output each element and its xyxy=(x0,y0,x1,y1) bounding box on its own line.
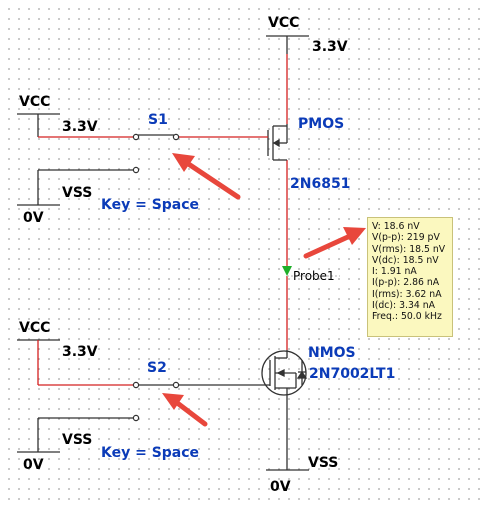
vss-bottom-label: VSS xyxy=(308,455,338,471)
probe-reading-vpp: V(p-p): 219 pV xyxy=(372,232,440,244)
vss-bottom-value: 0V xyxy=(270,479,291,495)
probe-reading-freq: Freq.: 50.0 kHz xyxy=(372,311,442,323)
probe-reading-irms: I(rms): 3.62 nA xyxy=(372,288,442,300)
probe1-label: Probe1 xyxy=(293,269,335,283)
annotation-arrow-s2 xyxy=(162,393,208,427)
pmos-symbol[interactable] xyxy=(267,124,288,161)
ground1-label: VSS xyxy=(62,185,92,201)
probe-reading-ipp: I(p-p): 2.86 nA xyxy=(372,277,440,289)
probe-reading-vdc: V(dc): 18.5 nV xyxy=(372,254,439,266)
probe-reading-i: I: 1.91 nA xyxy=(372,266,417,278)
ground2-value: 0V xyxy=(23,457,44,473)
key2-label: Key = Space xyxy=(101,445,199,461)
ground2: VSS 0V xyxy=(17,418,92,473)
probe-reading-idc: I(dc): 3.34 nA xyxy=(372,300,436,312)
nmos-name: NMOS xyxy=(308,345,356,361)
ground1: VSS 0V xyxy=(17,170,92,226)
switch-s2-label: S2 xyxy=(147,360,167,376)
key1-label: Key = Space xyxy=(101,197,199,213)
switch-s1-label: S1 xyxy=(148,112,168,128)
switch-s1[interactable]: S1 xyxy=(38,112,180,174)
nmos-part: 2N7002LT1 xyxy=(309,366,395,382)
ground2-label: VSS xyxy=(62,432,92,448)
source1-label: VCC xyxy=(19,94,50,110)
vcc-top-label: VCC xyxy=(268,15,299,31)
vcc-top-source: VCC 3.3V xyxy=(266,15,348,55)
probe-reading-vrms: V(rms): 18.5 nV xyxy=(372,243,446,255)
probe1[interactable]: Probe1 xyxy=(282,266,340,283)
switch-s2[interactable]: S2 xyxy=(38,360,180,422)
probe-reading-v: V: 18.6 nV xyxy=(372,221,420,232)
source1: VCC 3.3V xyxy=(17,94,134,138)
nmos-symbol[interactable] xyxy=(261,350,308,396)
pmos-part: 2N6851 xyxy=(290,176,350,192)
source1-value: 3.3V xyxy=(62,119,98,135)
pmos-name: PMOS xyxy=(298,116,344,132)
annotation-arrow-probe xyxy=(303,227,366,259)
ground1-value: 0V xyxy=(23,210,44,226)
vcc-top-value: 3.3V xyxy=(312,39,348,55)
annotation-arrow-s1 xyxy=(172,153,241,200)
probe-readings-panel: V: 18.6 nV V(p-p): 219 pV V(rms): 18.5 n… xyxy=(367,217,453,337)
vss-bottom: VSS 0V xyxy=(266,455,338,495)
source2: VCC 3.3V xyxy=(17,320,134,386)
source2-label: VCC xyxy=(19,320,50,336)
source2-value: 3.3V xyxy=(62,344,98,360)
